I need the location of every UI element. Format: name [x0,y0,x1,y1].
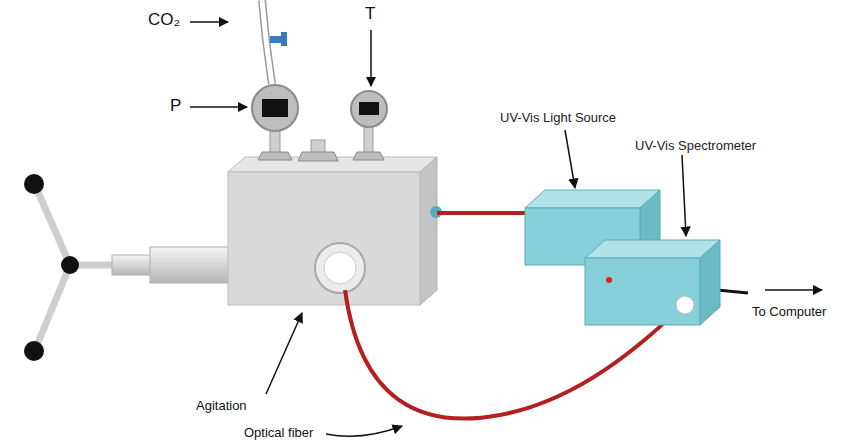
leader-arrow [370,30,372,86]
gauge-label: P [170,96,181,116]
pressure-gauge [252,85,298,160]
instrument-box: UV-Vis Spectrometer [585,240,720,325]
gauge-label: T [365,4,375,24]
leader-arrow [326,426,402,436]
leader-arrow [190,21,228,23]
instrument-label: UV-Vis Spectrometer [635,138,756,153]
part-label: Agitation [196,398,247,413]
leader-arrow [682,155,686,236]
instrument-label: UV-Vis Light Source [500,110,616,125]
leader-arrow [266,313,302,394]
computer-cable [717,290,748,293]
output-label: To Computer [752,304,826,319]
optical-window [315,243,365,293]
co2-inlet-tube [262,0,287,84]
center-nut [298,140,338,161]
high-pressure-cell [228,157,442,305]
agitation-handle [24,174,230,361]
part-label: Optical fiber [244,425,313,440]
leader-arrow [190,106,247,108]
box-outline [585,240,720,325]
leader-arrow [565,130,575,188]
temperature-gauge [351,91,387,160]
optical-fiber-cable [437,211,527,215]
leader-arrow [765,289,822,291]
gas-inlet-label: CO₂ [148,10,180,30]
